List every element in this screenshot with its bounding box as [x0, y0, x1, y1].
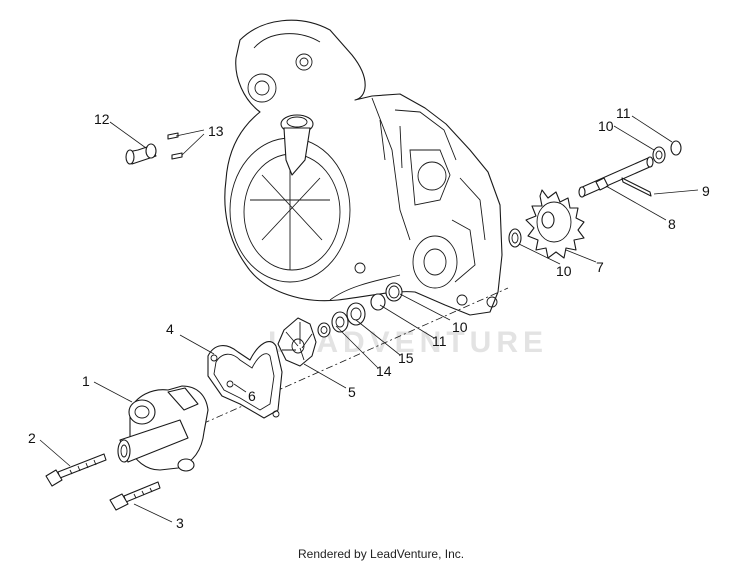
washer [317, 322, 331, 338]
upper-washer [652, 146, 666, 164]
small-screws [167, 132, 183, 160]
callout-3: 3 [176, 515, 184, 531]
callout-1: 1 [82, 373, 90, 389]
shaft-pin [621, 177, 652, 197]
callout-9: 9 [702, 183, 710, 199]
callout-15: 15 [398, 350, 414, 366]
water-pump-cover [117, 385, 209, 472]
callout-5: 5 [348, 384, 356, 400]
callout-10-upper: 10 [598, 118, 614, 134]
engine-side-cover [224, 19, 503, 316]
assembly-axis [147, 287, 509, 449]
leader-lines [39, 115, 699, 523]
callout-11-lower: 11 [432, 333, 447, 349]
gear-washer [508, 228, 522, 248]
callout-10-gear: 10 [556, 263, 572, 279]
upper-circlip [670, 140, 682, 156]
footer-credit: Rendered by LeadVenture, Inc. [298, 547, 464, 561]
callout-7: 7 [596, 259, 604, 275]
callout-12: 12 [94, 111, 110, 127]
callout-10-lower: 10 [452, 319, 468, 335]
long-bolt [45, 453, 107, 487]
callout-13: 13 [208, 123, 224, 139]
snap-ring [370, 293, 386, 311]
callout-4: 4 [166, 321, 174, 337]
drive-gear [525, 189, 585, 259]
breather-fitting [125, 143, 157, 165]
callout-14: 14 [376, 363, 392, 379]
callout-8: 8 [668, 216, 676, 232]
short-bolt [109, 481, 161, 511]
washer-ring [385, 282, 403, 302]
callout-6: 6 [248, 388, 256, 404]
impeller [277, 317, 317, 367]
pump-shaft [578, 156, 654, 198]
callout-11-upper: 11 [616, 105, 631, 121]
gasket [207, 341, 283, 419]
callout-2: 2 [28, 430, 36, 446]
